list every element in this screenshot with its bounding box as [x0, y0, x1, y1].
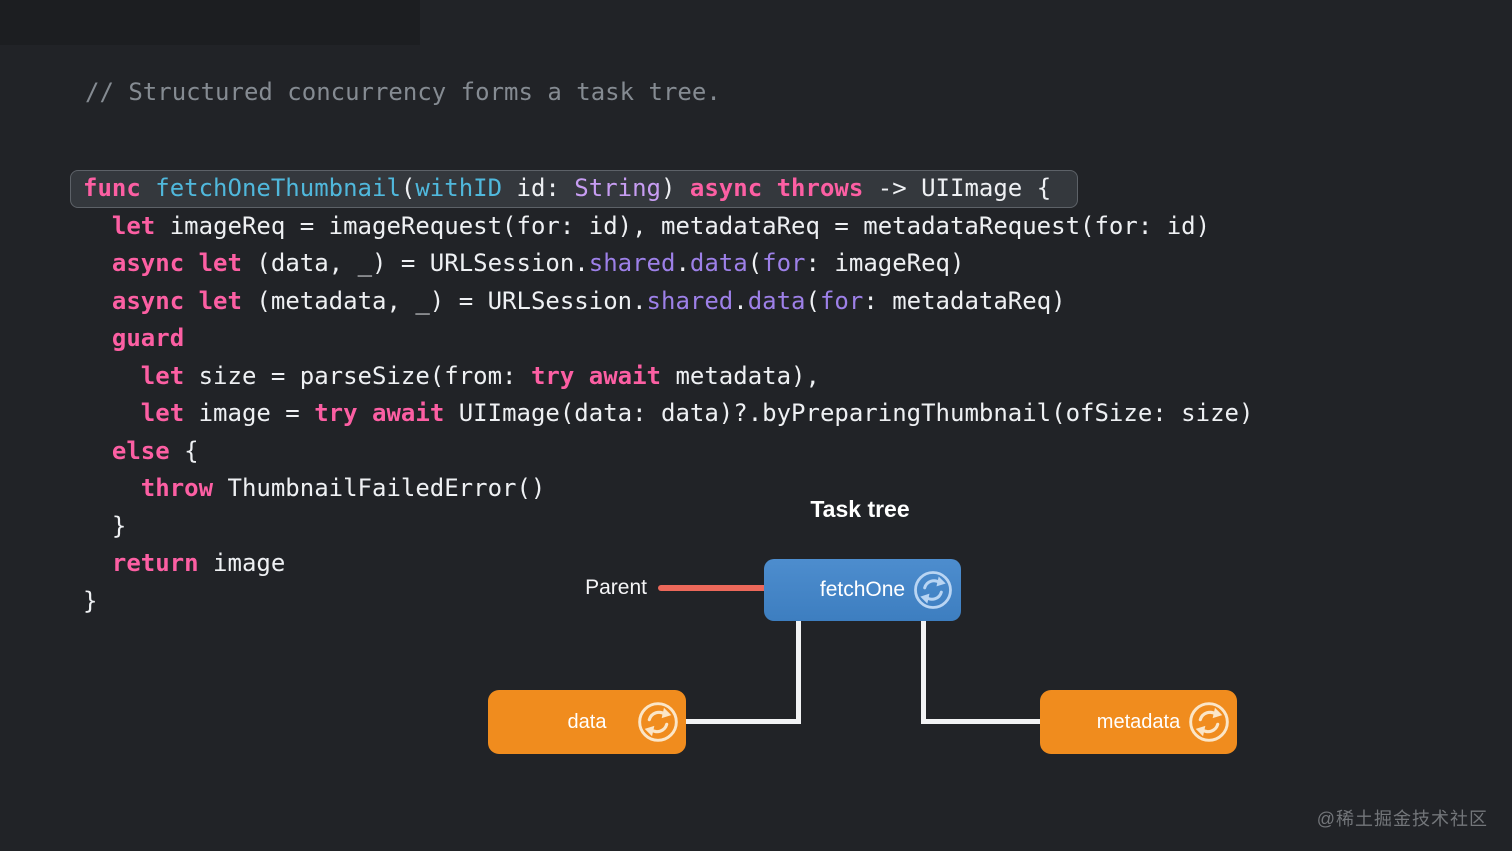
top-left-shade: [0, 0, 420, 45]
code-highlight-box: [70, 170, 1078, 208]
code-token: func: [83, 174, 141, 202]
task-node-metadata: metadata: [1040, 690, 1237, 754]
code-token: .: [733, 286, 748, 315]
code-token: imageReq = imageRequest(for: id), metada…: [155, 211, 1211, 240]
code-token: [83, 324, 112, 352]
code-token: (metadata, _) = URLSession.: [241, 286, 647, 315]
code-token: (: [400, 174, 416, 202]
code-token: [83, 362, 141, 390]
code-token: [184, 249, 198, 277]
code-token: -> UIImage {: [863, 174, 1052, 202]
code-token: [83, 249, 112, 277]
code-token: withID: [415, 174, 503, 202]
code-token: [83, 474, 141, 502]
code-token: [83, 399, 141, 427]
code-line: async let (metadata, _) = URLSession.sha…: [70, 283, 1253, 321]
code-token: async: [111, 249, 185, 277]
code-comment: // Structured concurrency forms a task t…: [85, 78, 721, 106]
code-line: let size = parseSize(from: try await met…: [70, 358, 1253, 396]
code-line: throw ThumbnailFailedError(): [70, 470, 1253, 508]
code-token: await: [372, 399, 445, 427]
code-line: async let (data, _) = URLSession.shared.…: [70, 245, 1253, 283]
task-tree-title: Task tree: [810, 496, 910, 522]
code-token: let: [140, 399, 185, 427]
code-token: [184, 287, 198, 315]
code-token: guard: [111, 324, 185, 352]
parent-label: Parent: [585, 576, 647, 599]
code-token: else: [111, 436, 170, 465]
code-token: let: [198, 286, 242, 315]
code-token: (data, _) = URLSession.: [241, 249, 589, 277]
code-token: id:: [502, 174, 575, 202]
code-token: let: [111, 211, 156, 240]
sync-icon: [1187, 700, 1231, 744]
connector-right-horizontal: [921, 719, 1045, 724]
code-token: ThumbnailFailedError(): [213, 474, 546, 502]
sync-icon: [912, 569, 954, 611]
code-token: {: [169, 436, 199, 465]
code-token: throw: [140, 474, 214, 502]
connector-right-vertical: [921, 620, 926, 724]
code-token: .: [675, 249, 690, 277]
code-token: }: [83, 586, 98, 615]
task-node-label: metadata: [1096, 710, 1181, 733]
code-token: [83, 212, 112, 240]
code-token: String: [574, 174, 661, 202]
task-node-fetchone: fetchOne: [764, 559, 961, 621]
code-line: else {: [70, 433, 1253, 471]
code-line: let image = try await UIImage(data: data…: [70, 395, 1254, 433]
task-node-label: fetchOne: [819, 578, 906, 601]
code-token: [141, 174, 155, 202]
code-token: (: [805, 286, 820, 315]
code-token: : metadataReq): [863, 286, 1066, 315]
code-token: shared: [646, 286, 734, 315]
code-token: [358, 399, 372, 427]
code-line: guard: [70, 320, 1253, 358]
code-token: shared: [588, 249, 676, 277]
code-token: try: [314, 399, 358, 427]
code-token: [83, 437, 112, 465]
code-token: await: [588, 361, 661, 390]
task-node-label: data: [567, 710, 607, 733]
code-token: async: [689, 174, 763, 202]
code-token: [83, 287, 112, 315]
code-token: let: [198, 249, 242, 277]
code-token: throws: [776, 174, 864, 202]
code-block: func fetchOneThumbnail(withID id: String…: [70, 170, 1253, 620]
code-line: let imageReq = imageRequest(for: id), me…: [70, 208, 1253, 246]
connector-left-vertical: [796, 620, 801, 724]
code-token: ): [661, 174, 690, 202]
code-token: let: [140, 361, 185, 390]
code-line: }: [70, 508, 1253, 546]
code-token: for: [819, 286, 864, 315]
code-token: UIImage(data: data)?.byPreparingThumbnai…: [444, 399, 1254, 427]
code-token: image: [198, 549, 286, 577]
code-token: try: [530, 361, 575, 390]
code-token: [762, 174, 776, 202]
code-token: size = parseSize(from:: [184, 361, 531, 390]
connector-left-horizontal: [686, 719, 801, 724]
code-token: }: [83, 511, 127, 540]
code-token: return: [111, 549, 199, 577]
code-token: metadata),: [661, 361, 820, 390]
task-node-data: data: [488, 690, 686, 754]
sync-icon: [636, 700, 680, 744]
code-line: }: [70, 583, 1253, 621]
code-line: return image: [70, 545, 1253, 583]
code-token: fetchOneThumbnail: [155, 174, 401, 202]
code-token: data: [747, 286, 806, 315]
code-token: async: [111, 286, 185, 315]
parent-pointer-line: [658, 585, 791, 591]
code-token: [83, 549, 112, 577]
code-token: image =: [184, 399, 315, 427]
code-token: for: [762, 249, 806, 277]
code-token: data: [689, 249, 748, 277]
code-token: [574, 362, 588, 390]
code-token: (: [747, 249, 763, 277]
watermark: @稀土掘金技术社区: [1316, 809, 1488, 829]
code-token: : imageReq): [805, 249, 965, 277]
code-line: func fetchOneThumbnail(withID id: String…: [70, 170, 1253, 208]
